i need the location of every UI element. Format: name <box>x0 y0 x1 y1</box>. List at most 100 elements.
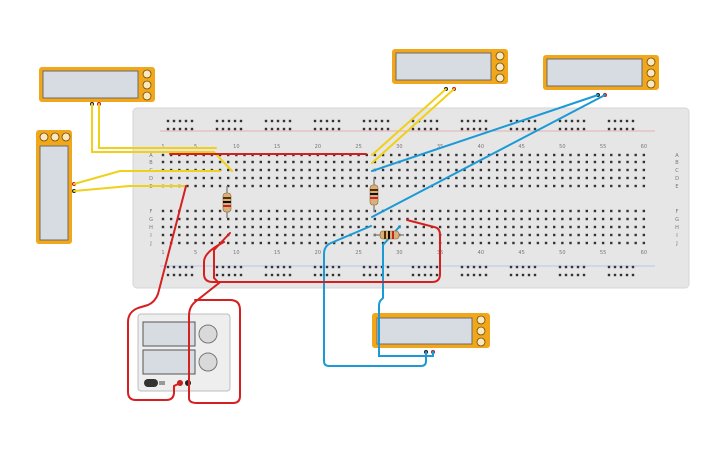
breadboard-hole[interactable] <box>267 209 271 213</box>
breadboard-hole[interactable] <box>276 265 280 269</box>
breadboard-hole[interactable] <box>275 184 279 188</box>
breadboard-hole[interactable] <box>610 160 613 164</box>
breadboard-hole[interactable] <box>194 184 197 188</box>
breadboard-hole[interactable] <box>390 168 393 172</box>
breadboard-hole[interactable] <box>569 168 572 172</box>
breadboard-hole[interactable] <box>521 127 525 131</box>
breadboard-hole[interactable] <box>332 209 336 213</box>
breadboard-hole[interactable] <box>190 127 194 131</box>
breadboard-hole[interactable] <box>593 233 597 237</box>
breadboard-hole[interactable] <box>527 265 531 269</box>
breadboard-hole[interactable] <box>487 209 491 213</box>
breadboard-hole[interactable] <box>386 127 390 131</box>
breadboard-hole[interactable] <box>479 153 483 157</box>
breadboard-hole[interactable] <box>411 273 415 277</box>
breadboard-hole[interactable] <box>259 184 262 188</box>
breadboard-hole[interactable] <box>422 176 425 180</box>
breadboard-hole[interactable] <box>284 241 287 245</box>
breadboard-hole[interactable] <box>569 153 572 157</box>
breadboard-hole[interactable] <box>275 225 279 229</box>
breadboard-hole[interactable] <box>313 119 317 123</box>
breadboard-hole[interactable] <box>227 273 231 277</box>
breadboard-hole[interactable] <box>319 265 323 269</box>
breadboard-hole[interactable] <box>259 225 262 229</box>
breadboard-hole[interactable] <box>218 160 222 164</box>
breadboard-hole[interactable] <box>447 153 450 157</box>
breadboard-hole[interactable] <box>619 127 623 131</box>
breadboard-hole[interactable] <box>210 184 214 188</box>
breadboard-hole[interactable] <box>202 176 205 180</box>
breadboard-hole[interactable] <box>528 176 531 180</box>
breadboard-hole[interactable] <box>406 225 409 229</box>
breadboard-hole[interactable] <box>528 184 531 188</box>
volt-button[interactable] <box>142 80 152 90</box>
ohm-button[interactable] <box>142 91 152 101</box>
breadboard-hole[interactable] <box>381 168 385 172</box>
breadboard-hole[interactable] <box>626 225 629 229</box>
breadboard-hole[interactable] <box>218 209 222 213</box>
breadboard-hole[interactable] <box>292 225 295 229</box>
breadboard-hole[interactable] <box>601 184 605 188</box>
breadboard-hole[interactable] <box>642 153 646 157</box>
breadboard-hole[interactable] <box>414 209 417 213</box>
breadboard-hole[interactable] <box>484 119 488 123</box>
breadboard-hole[interactable] <box>324 184 328 188</box>
breadboard-hole[interactable] <box>235 241 238 245</box>
breadboard-hole[interactable] <box>235 176 238 180</box>
breadboard-hole[interactable] <box>455 233 458 237</box>
breadboard-hole[interactable] <box>455 241 458 245</box>
breadboard-hole[interactable] <box>373 241 377 245</box>
resistor-horizontal[interactable] <box>374 230 404 240</box>
breadboard-hole[interactable] <box>642 241 646 245</box>
breadboard-hole[interactable] <box>337 265 341 269</box>
breadboard-hole[interactable] <box>438 184 442 188</box>
resistor-vertical-middle[interactable] <box>369 178 379 212</box>
breadboard-hole[interactable] <box>463 241 466 245</box>
ohm-button[interactable] <box>476 337 486 347</box>
breadboard-hole[interactable] <box>406 160 409 164</box>
breadboard-hole[interactable] <box>390 153 393 157</box>
amp-button[interactable] <box>476 315 486 325</box>
breadboard-hole[interactable] <box>300 168 303 172</box>
breadboard-hole[interactable] <box>585 168 588 172</box>
breadboard-hole[interactable] <box>390 160 393 164</box>
breadboard-hole[interactable] <box>316 160 320 164</box>
breadboard-hole[interactable] <box>406 233 409 237</box>
breadboard-hole[interactable] <box>561 241 564 245</box>
breadboard-hole[interactable] <box>259 160 262 164</box>
breadboard-hole[interactable] <box>504 153 507 157</box>
breadboard-hole[interactable] <box>430 176 434 180</box>
breadboard-hole[interactable] <box>553 209 556 213</box>
breadboard-hole[interactable] <box>218 225 222 229</box>
breadboard-hole[interactable] <box>341 176 344 180</box>
breadboard-hole[interactable] <box>520 160 523 164</box>
breadboard-hole[interactable] <box>484 273 488 277</box>
breadboard-hole[interactable] <box>569 217 572 221</box>
breadboard-hole[interactable] <box>536 233 540 237</box>
volt-button[interactable] <box>495 62 505 72</box>
breadboard-hole[interactable] <box>544 225 548 229</box>
breadboard-hole[interactable] <box>455 168 458 172</box>
breadboard-hole[interactable] <box>520 176 523 180</box>
breadboard-hole[interactable] <box>564 119 568 123</box>
breadboard-hole[interactable] <box>495 233 499 237</box>
breadboard-hole[interactable] <box>365 209 368 213</box>
breadboard-hole[interactable] <box>471 168 474 172</box>
breadboard-hole[interactable] <box>239 127 243 131</box>
breadboard-hole[interactable] <box>337 273 341 277</box>
breadboard-hole[interactable] <box>172 127 176 131</box>
breadboard-hole[interactable] <box>215 127 219 131</box>
wire-blue[interactable] <box>323 225 427 367</box>
breadboard-hole[interactable] <box>561 176 564 180</box>
breadboard-hole[interactable] <box>561 168 564 172</box>
breadboard-hole[interactable] <box>618 160 621 164</box>
breadboard-hole[interactable] <box>239 273 243 277</box>
breadboard-hole[interactable] <box>362 127 366 131</box>
breadboard-hole[interactable] <box>471 241 474 245</box>
breadboard-hole[interactable] <box>308 184 311 188</box>
breadboard-hole[interactable] <box>626 217 629 221</box>
breadboard-hole[interactable] <box>561 225 564 229</box>
breadboard-hole[interactable] <box>544 153 548 157</box>
breadboard-hole[interactable] <box>430 233 434 237</box>
breadboard-hole[interactable] <box>520 241 523 245</box>
